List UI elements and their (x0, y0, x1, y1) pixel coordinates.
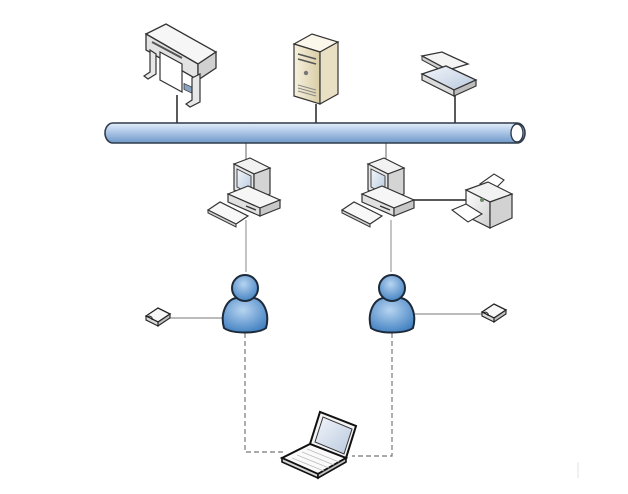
desktop-printer-icon[interactable] (450, 173, 514, 229)
usb-token-icon[interactable] (480, 303, 508, 324)
desktop-computer-icon[interactable] (206, 157, 282, 228)
laptop-icon[interactable] (279, 410, 358, 480)
links (170, 92, 482, 457)
link-user-right-laptop (352, 333, 393, 457)
link-user-left-laptop (244, 333, 283, 453)
desktop-computer-icon[interactable] (340, 157, 416, 228)
usb-token-icon[interactable] (144, 307, 172, 328)
user-icon[interactable] (368, 274, 416, 334)
flatbed-scanner-icon[interactable] (420, 51, 478, 97)
network-bus (104, 122, 526, 144)
server-tower-icon[interactable] (292, 33, 340, 106)
user-icon[interactable] (221, 274, 269, 334)
wide-format-printer-icon[interactable] (142, 23, 218, 108)
